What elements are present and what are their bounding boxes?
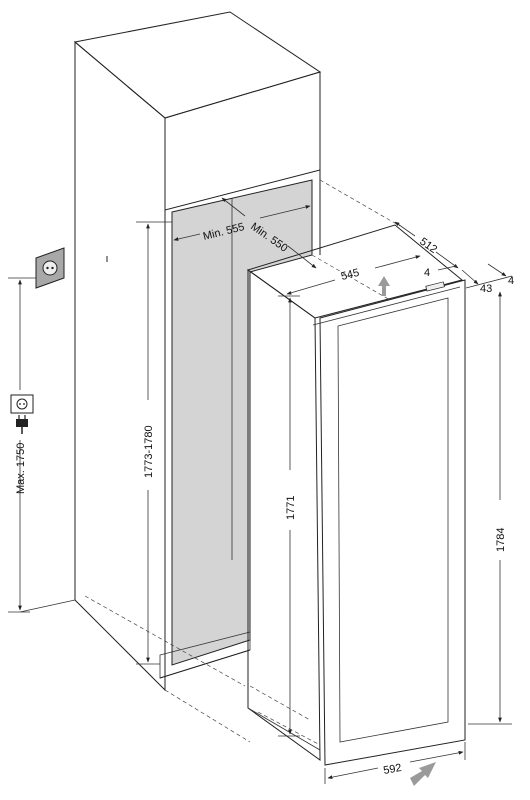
cabinet <box>19 11 322 746</box>
dim-4-top: 4 <box>424 267 430 279</box>
door-inner-frame <box>337 297 449 743</box>
dim-1771: 1771 <box>285 496 297 520</box>
plug-icon <box>10 394 34 434</box>
appliance-door <box>319 279 466 766</box>
dim-592: 592 <box>382 762 402 777</box>
arrow-push-icon <box>410 762 436 786</box>
dim-1773-1780: 1773-1780 <box>143 425 155 478</box>
arrow-up-icon <box>378 276 390 296</box>
dim-43: 43 <box>480 283 492 295</box>
dim-512: 512 <box>417 236 439 256</box>
dim-4-right: 4 <box>508 275 514 287</box>
appliance-side <box>247 269 321 761</box>
dim-max-1750: Max. 1750 <box>15 443 27 494</box>
wall-socket-icon <box>35 247 65 289</box>
dim-545: 545 <box>340 267 361 283</box>
cabinet-top <box>73 11 322 119</box>
cabinet-side <box>74 40 166 692</box>
appliance <box>246 224 466 766</box>
dim-1784: 1784 <box>495 528 507 552</box>
cabinet-niche <box>171 179 313 666</box>
